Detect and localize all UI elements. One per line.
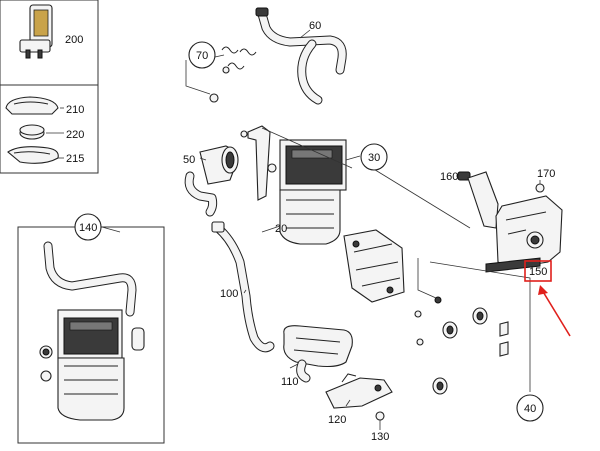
callout-150: 150 <box>529 266 547 278</box>
part-120-bracket <box>325 373 393 409</box>
callout-60: 60 <box>309 20 321 32</box>
callout-210: 210 <box>66 104 84 116</box>
callout-50: 50 <box>183 154 195 166</box>
callout-40-circle <box>516 394 544 422</box>
part-bracket <box>240 125 271 201</box>
part-100-hose <box>211 221 275 353</box>
highlight-arrow-head <box>538 285 548 295</box>
callout-140-circle <box>74 213 102 241</box>
callout-215: 215 <box>66 153 84 165</box>
callout-70: 70 <box>196 50 208 62</box>
callout-200: 200 <box>65 34 83 46</box>
highlight-arrow-line <box>541 289 571 337</box>
callout-220: 220 <box>66 129 84 141</box>
part-60-hose <box>255 7 347 105</box>
part-40-fasteners <box>414 258 531 395</box>
callout-170: 170 <box>537 168 555 180</box>
part-mount-bracket <box>343 229 405 303</box>
callout-labels: 200 210 220 215 70 60 50 30 20 160 170 1… <box>65 20 571 443</box>
part-130-bolt <box>375 411 385 430</box>
callout-30: 30 <box>368 152 380 164</box>
callout-20: 20 <box>275 223 287 235</box>
accessory-panel <box>0 0 99 174</box>
part-140-group <box>17 226 165 444</box>
callout-70-circle <box>188 41 216 69</box>
part-50-elbow <box>184 145 239 217</box>
callout-140: 140 <box>79 222 97 234</box>
callout-40: 40 <box>524 403 536 415</box>
part-70-clips <box>185 46 257 103</box>
part-200-module <box>19 4 53 59</box>
callout-130: 130 <box>371 431 389 443</box>
part-215-cover <box>7 146 59 164</box>
callout-100: 100 <box>220 288 238 300</box>
part-150-unit <box>467 171 563 273</box>
part-210-dome-light <box>5 96 59 115</box>
part-220-cap <box>19 124 45 140</box>
part-110-muffler <box>283 325 353 383</box>
callout-160: 160 <box>440 171 458 183</box>
callout-120: 120 <box>328 414 346 426</box>
part-170-bolt <box>535 183 545 193</box>
callout-30-circle <box>360 143 388 171</box>
part-20-heater <box>267 139 347 245</box>
leader-lines <box>101 29 541 407</box>
highlight-box-150 <box>524 260 552 282</box>
callout-110: 110 <box>281 376 299 388</box>
